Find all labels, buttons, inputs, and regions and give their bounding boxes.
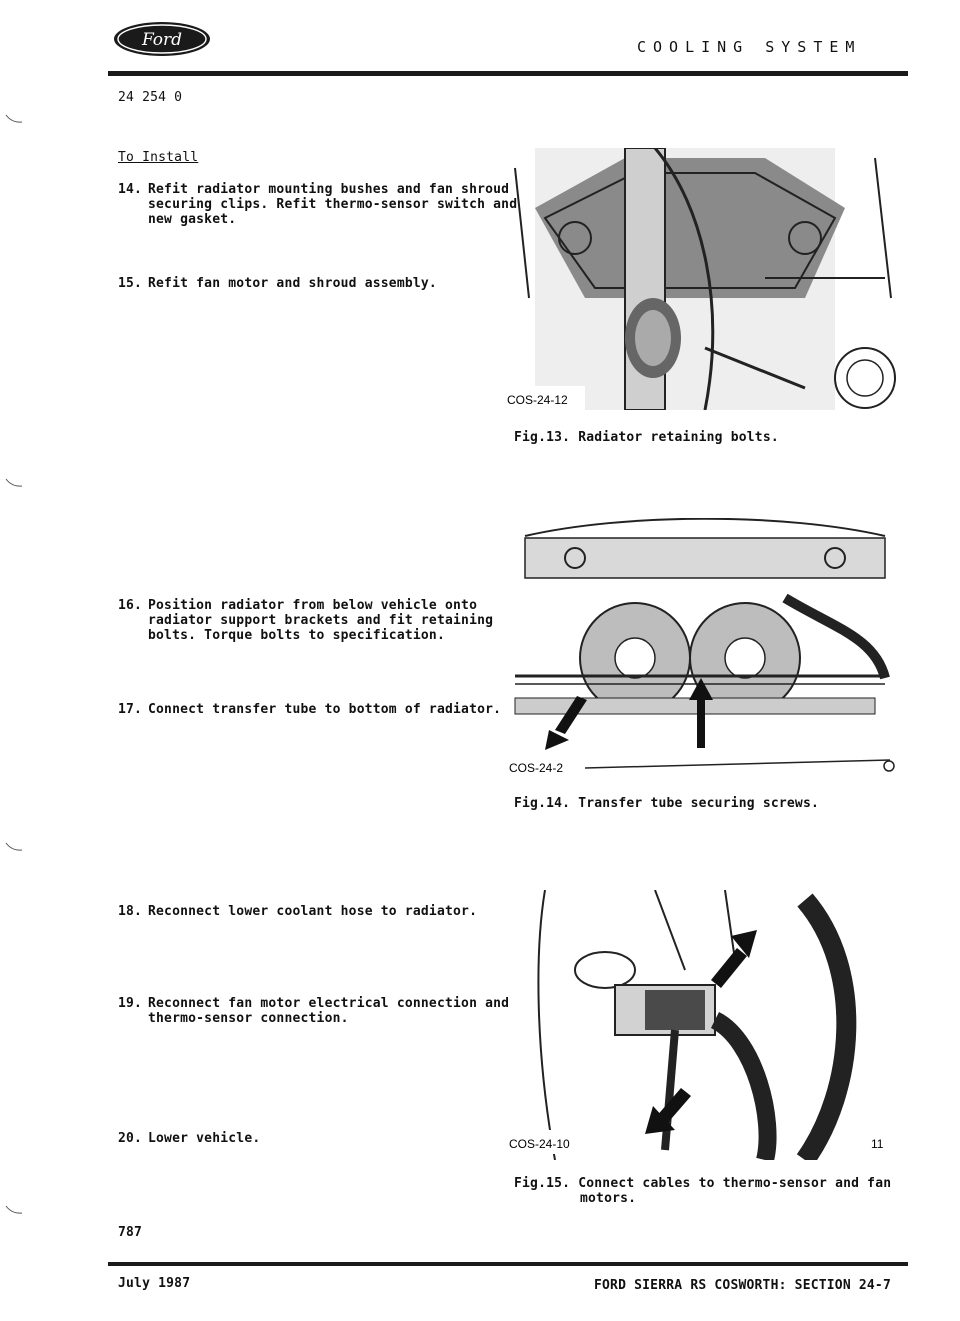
step-14: 14. Refit radiator mounting bushes and f… — [118, 182, 517, 227]
step-text-line: Refit radiator mounting bushes and fan s… — [148, 182, 510, 197]
step-text-line: radiator support brackets and fit retain… — [148, 613, 494, 628]
step-number: 14. — [118, 182, 143, 197]
step-text-line: Reconnect lower coolant hose to radiator… — [148, 904, 478, 919]
step-number: 18. — [118, 904, 143, 919]
step-number: 15. — [118, 276, 143, 291]
step-text-line: Position radiator from below vehicle ont… — [148, 598, 478, 613]
margin-mark — [5, 114, 23, 123]
step-18: 18. Reconnect lower coolant hose to radi… — [118, 904, 477, 919]
figure-13-ref: COS-24-12 — [507, 393, 568, 407]
install-heading: To Install — [118, 150, 199, 165]
step-text-line: thermo-sensor connection. — [148, 1011, 349, 1026]
step-text-line: Lower vehicle. — [148, 1131, 261, 1146]
footer-date: July 1987 — [118, 1276, 191, 1291]
figure-15-illustration: COS-24-10 11 — [505, 890, 884, 1160]
step-15: 15. Refit fan motor and shroud assembly. — [118, 276, 437, 291]
step-19: 19. Reconnect fan motor electrical conne… — [118, 996, 509, 1026]
page-number: 787 — [118, 1225, 143, 1240]
figure-15-caption: Fig.15. Connect cables to thermo-sensor … — [514, 1176, 891, 1206]
step-text-line: bolts. Torque bolts to specification. — [148, 628, 445, 643]
margin-mark — [5, 478, 23, 487]
footer-title: FORD SIERRA RS COSWORTH: SECTION 24-7 — [594, 1278, 891, 1293]
step-text-line: Connect transfer tube to bottom of radia… — [148, 702, 502, 717]
ford-logo-text: Ford — [141, 30, 182, 50]
figure-15-ref: COS-24-10 — [509, 1137, 570, 1151]
step-number: 19. — [118, 996, 143, 1011]
footer-rule — [108, 1262, 908, 1266]
figure-14-illustration: COS-24-2 — [505, 518, 895, 778]
doc-number: 24 254 0 — [118, 90, 183, 105]
step-text-line: securing clips. Refit thermo-sensor swit… — [148, 197, 518, 212]
step-20: 20. Lower vehicle. — [118, 1131, 260, 1146]
step-number: 20. — [118, 1131, 143, 1146]
figure-15-corner-mark: 11 — [871, 1137, 884, 1151]
section-title: COOLING SYSTEM — [637, 38, 862, 56]
figure-15-caption-line: motors. — [580, 1191, 637, 1206]
header-rule — [108, 71, 908, 76]
figure-13-illustration: COS-24-12 — [505, 148, 896, 410]
step-17: 17. Connect transfer tube to bottom of r… — [118, 702, 501, 717]
figure-13-caption: Fig.13. Radiator retaining bolts. — [514, 430, 779, 445]
figure-14-caption: Fig.14. Transfer tube securing screws. — [514, 796, 820, 811]
margin-mark — [5, 842, 23, 851]
step-text-line: new gasket. — [148, 212, 237, 227]
figure-15-caption-line: Fig.15. Connect cables to thermo-sensor … — [514, 1176, 892, 1191]
step-number: 17. — [118, 702, 143, 717]
figure-14-ref: COS-24-2 — [509, 761, 563, 775]
ford-logo: Ford — [114, 22, 210, 56]
step-number: 16. — [118, 598, 143, 613]
step-text-line: Reconnect fan motor electrical connectio… — [148, 996, 510, 1011]
step-16: 16. Position radiator from below vehicle… — [118, 598, 493, 643]
step-text-line: Refit fan motor and shroud assembly. — [148, 276, 437, 291]
margin-mark — [5, 1205, 23, 1214]
